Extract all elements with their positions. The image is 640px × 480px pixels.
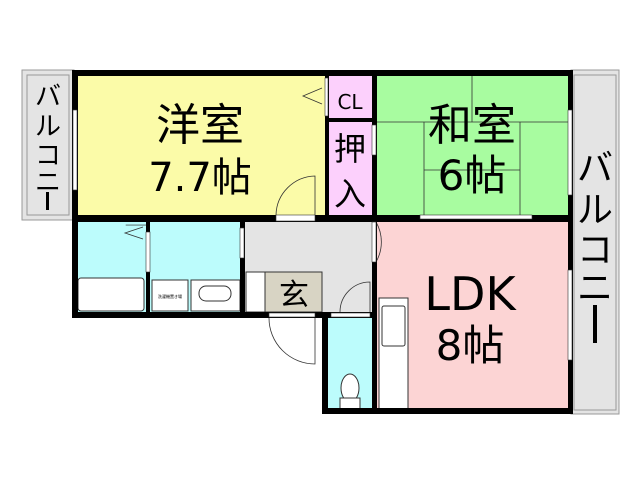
ldk-name: LDK [424,267,517,321]
oshiire-label-2: 入 [334,175,366,213]
door-entrance [268,317,316,365]
oshiire-label-1: 押 [334,130,366,168]
svg-text:ル: ル [35,112,61,142]
washer-space [151,279,189,312]
balcony-left-label: バ ル コ ニ [35,82,61,210]
svg-text:ニ: ニ [577,268,613,309]
western-room-name: 洋室 [156,100,244,151]
entrance-label: 玄 [279,278,309,313]
oshiire-closet [328,122,372,217]
door-ldk [375,221,382,263]
svg-text:バ: バ [577,148,613,189]
closet-label: CL [337,90,363,114]
svg-text:コ: コ [577,230,613,271]
svg-text:コ: コ [35,141,61,171]
japanese-room-name: 和室 [428,100,516,151]
japanese-room-size: 6帖 [438,151,507,200]
bathtub [77,277,145,312]
door-toilet [339,281,371,313]
door-western [275,175,316,216]
closet [328,76,372,119]
svg-text:バ: バ [35,82,61,112]
shoe-cabinet [245,271,266,313]
washer-label: 洗濯機置き場 [158,293,182,299]
western-room-size: 7.7帖 [148,155,252,201]
entrance [264,271,323,313]
ldk-size: 8帖 [436,321,505,370]
balcony-right [570,69,620,415]
balcony-right-label: バ ル コ ニ [577,148,613,343]
svg-text:ル: ル [577,190,613,231]
western-room [76,76,326,218]
